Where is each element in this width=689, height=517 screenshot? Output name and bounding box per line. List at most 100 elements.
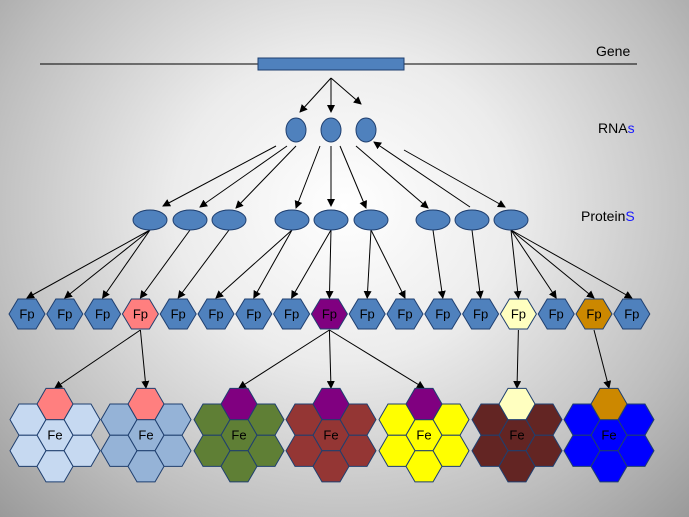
fp-hexagon: Fp — [197, 298, 235, 330]
fp-hexagon: Fp — [235, 298, 273, 330]
fp-hexagon-shape — [235, 298, 273, 330]
fp-hexagon-label: Fp — [19, 307, 34, 322]
protein-node — [454, 209, 490, 231]
fe-cluster-label: Fe — [47, 428, 62, 443]
fp-hexagon-label: Fp — [586, 307, 601, 322]
arrow-gene-rna — [330, 77, 362, 105]
arrow-protein-fp — [510, 229, 595, 299]
fp-hexagon-label: Fp — [435, 307, 450, 322]
fe-cluster: Fe — [100, 387, 192, 483]
fe-top-cell — [36, 387, 74, 421]
fe-cluster-label: Fe — [231, 428, 246, 443]
fp-hexagon-label: Fp — [397, 307, 412, 322]
gene-bar — [257, 57, 405, 71]
fe-cluster-row: Fe Fe Fe Fe Fe Fe Fe — [9, 387, 655, 483]
fp-hexagon-shape — [273, 298, 311, 330]
fp-hexagon-label: Fp — [57, 307, 72, 322]
rnas-label-suffix: s — [627, 120, 635, 136]
arrow-rna-protein — [162, 145, 277, 207]
gene-label-text: Gene — [596, 43, 631, 59]
arrow-protein-fp — [102, 229, 151, 299]
fe-cluster-label: Fe — [601, 428, 616, 443]
fe-cluster-label: Fe — [138, 428, 153, 443]
fp-hexagon-label: Fp — [473, 307, 488, 322]
protein-node — [172, 209, 208, 231]
arrow-rna-protein — [294, 145, 321, 209]
fp-hexagon: Fp — [84, 298, 122, 330]
arrow-protein-fp — [510, 229, 557, 299]
fp-hexagon: Fp — [613, 298, 651, 330]
fp-hexagon: Fp — [121, 298, 159, 330]
proteins-label-main: Protein — [581, 208, 626, 224]
fp-hexagon-label: Fp — [133, 307, 148, 322]
protein-node — [211, 209, 247, 231]
fp-hexagon: Fp — [499, 298, 537, 330]
arrow-protein-fp — [64, 229, 151, 299]
arrow-protein-fp — [510, 229, 633, 299]
fp-hexagon-shape — [46, 298, 84, 330]
fp-hexagon-label: Fp — [549, 307, 564, 322]
fe-cluster: Fe — [471, 387, 563, 483]
fe-top-cell — [405, 387, 443, 421]
fe-cluster: Fe — [193, 387, 285, 483]
arrow-fp-fe — [139, 329, 150, 389]
arrow-rna-protein — [373, 141, 471, 208]
fe-cell — [36, 450, 74, 483]
arrow-fp-fe — [54, 329, 141, 389]
fe-cluster-label: Fe — [323, 428, 338, 443]
fp-hexagon: Fp — [310, 298, 348, 330]
protein-node — [132, 209, 168, 231]
fp-hexagon-shape — [348, 298, 386, 330]
fp-hexagon-label: Fp — [624, 307, 639, 322]
fp-hexagon: Fp — [8, 298, 46, 330]
fe-cluster: Fe — [285, 387, 377, 483]
arrow-protein-fp — [139, 229, 191, 299]
fp-hexagon-shape — [537, 298, 575, 330]
arrow-rna-protein — [355, 145, 429, 209]
arrow-rna-protein — [235, 145, 297, 209]
fe-cluster: Fe — [378, 387, 470, 483]
fp-hexagon-shape — [499, 298, 537, 330]
arrow-protein-fp — [253, 229, 293, 299]
rnas-label-main: RNA — [598, 120, 628, 136]
protein-layer — [132, 209, 529, 231]
fp-hexagon: Fp — [537, 298, 575, 330]
fp-hexagon: Fp — [424, 298, 462, 330]
protein-node — [313, 209, 349, 231]
fp-hexagon-shape — [462, 298, 500, 330]
arrow-protein-fp — [291, 229, 332, 299]
arrow-fp-fe — [593, 329, 612, 389]
fe-top-cell — [220, 387, 258, 421]
fp-hexagon-label: Fp — [171, 307, 186, 322]
arrow-protein-fp — [471, 229, 484, 299]
fp-hexagon-shape — [613, 298, 651, 330]
fp-hexagon: Fp — [159, 298, 197, 330]
fe-top-cell — [498, 387, 536, 421]
arrows-layer — [26, 77, 633, 389]
fp-hexagon-label: Fp — [360, 307, 375, 322]
fe-top-cell — [312, 387, 350, 421]
arrow-protein-fp — [510, 229, 522, 299]
fe-cluster-label: Fe — [416, 428, 431, 443]
protein-node — [493, 209, 529, 231]
arrow-fp-fe — [326, 329, 335, 389]
protein-node — [274, 209, 310, 231]
arrow-protein-fp — [370, 229, 406, 299]
arrow-protein-fp — [325, 229, 334, 299]
fe-cell — [590, 450, 628, 483]
fp-hexagon: Fp — [575, 298, 613, 330]
arrow-rna-protein — [403, 149, 506, 208]
gene-label: Gene — [596, 43, 630, 59]
gene-layer — [40, 57, 637, 71]
fp-hexagon-shape — [8, 298, 46, 330]
arrow-rna-protein — [339, 145, 367, 209]
fp-hexagon-shape — [84, 298, 122, 330]
fp-hexagon: Fp — [348, 298, 386, 330]
fp-hexagon-label: Fp — [95, 307, 110, 322]
arrow-protein-fp — [177, 229, 230, 299]
fe-cell — [220, 450, 258, 483]
fe-top-cell — [127, 387, 165, 421]
fp-hexagon-label: Fp — [511, 307, 526, 322]
